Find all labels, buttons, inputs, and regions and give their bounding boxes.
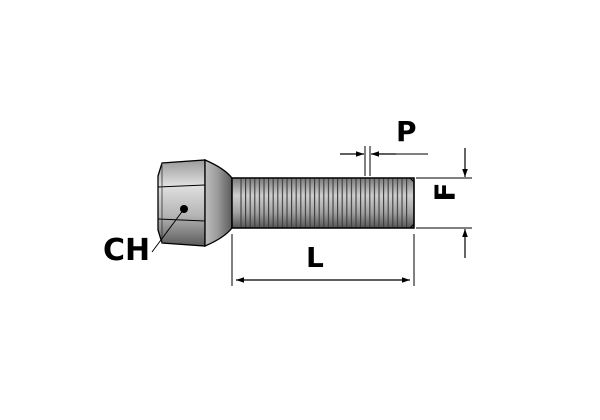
- bolt-seat: [204, 159, 233, 247]
- p-dimension: [340, 146, 428, 176]
- ch-label: CH: [103, 233, 151, 268]
- f-dimension: [416, 148, 472, 258]
- ch-callout: [151, 205, 188, 253]
- f-label: F: [428, 182, 462, 202]
- p-label: P: [396, 115, 417, 148]
- l-label: L: [306, 241, 324, 274]
- threaded-shank: [231, 177, 415, 229]
- l-dimension: [231, 234, 415, 286]
- hex-head: [157, 159, 206, 247]
